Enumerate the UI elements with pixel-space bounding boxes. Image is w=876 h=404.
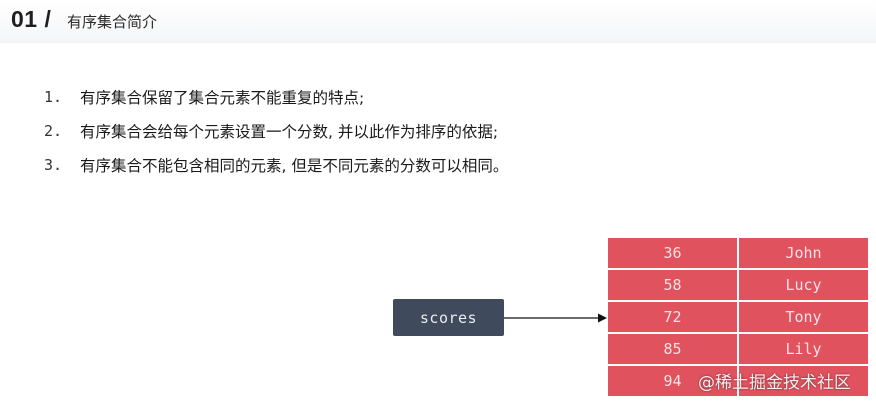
section-title: 有序集合简介 [67, 13, 158, 31]
list-item: 3. 有序集合不能包含相同的元素, 但是不同元素的分数可以相同。 [44, 148, 508, 182]
watermark: @稀土掘金技术社区 [698, 373, 851, 393]
member-cell: John [738, 238, 868, 270]
score-cell: 72 [608, 301, 739, 334]
list-item-text: 有序集合不能包含相同的元素, 但是不同元素的分数可以相同。 [80, 157, 509, 175]
member-cell [738, 365, 868, 398]
list-item-number: 1. [44, 88, 63, 106]
list-item: 2. 有序集合会给每个元素设置一个分数, 并以此作为排序的依据; [44, 114, 508, 148]
member-cell: Lucy [738, 269, 868, 302]
member-cell: Tony [738, 301, 868, 334]
key-box: scores [393, 299, 504, 336]
score-cell: 85 [608, 333, 739, 366]
table-row: 85 Lily [608, 333, 868, 366]
pointer-arrow [504, 313, 607, 323]
list-item-text: 有序集合保留了集合元素不能重复的特点; [80, 89, 365, 107]
list-item-number: 3. [44, 156, 63, 174]
sorted-set-table: 36 John 58 Lucy 72 Tony 85 Lily 94 [608, 238, 868, 398]
table-row: 58 Lucy [608, 269, 868, 302]
section-number: 01 / [11, 6, 52, 32]
table-row: 72 Tony [608, 301, 868, 334]
score-cell: 94 [608, 365, 739, 398]
feature-list: 1. 有序集合保留了集合元素不能重复的特点; 2. 有序集合会给每个元素设置一个… [44, 80, 508, 182]
table-row: 36 John [608, 238, 868, 270]
score-cell: 36 [608, 238, 739, 270]
score-cell: 58 [608, 269, 739, 302]
list-item: 1. 有序集合保留了集合元素不能重复的特点; [44, 80, 508, 114]
list-item-text: 有序集合会给每个元素设置一个分数, 并以此作为排序的依据; [80, 123, 499, 141]
table-row: 94 [608, 365, 868, 398]
member-cell: Lily [738, 333, 868, 366]
slide-header: 01 / 有序集合简介 [0, 0, 876, 43]
list-item-number: 2. [44, 122, 63, 140]
